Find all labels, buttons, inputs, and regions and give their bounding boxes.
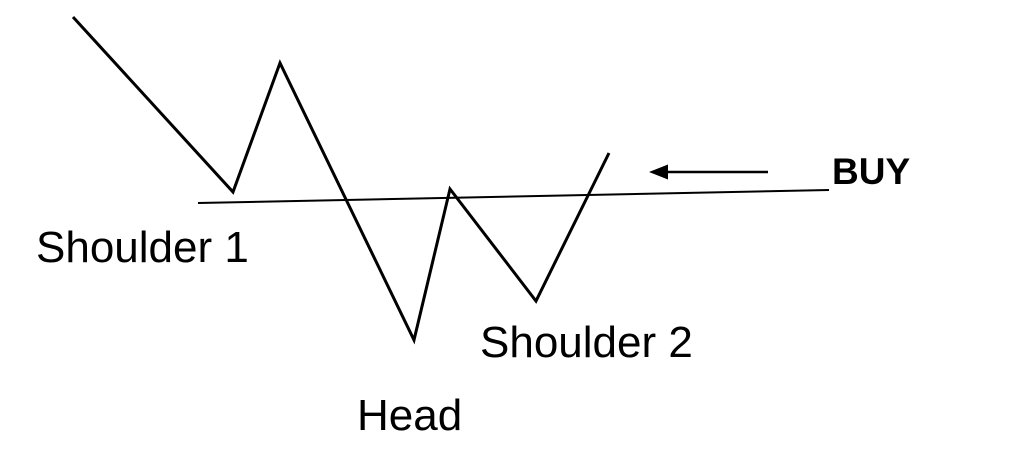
left-arrow-head xyxy=(649,164,668,180)
label-shoulder-2: Shoulder 2 xyxy=(480,318,693,367)
label-head: Head xyxy=(357,391,462,440)
buy-label: BUY xyxy=(832,151,910,192)
left-arrow-icon xyxy=(649,164,768,180)
label-shoulder-1: Shoulder 1 xyxy=(36,223,249,272)
price-zigzag-line xyxy=(71,15,611,345)
neckline xyxy=(197,189,830,204)
